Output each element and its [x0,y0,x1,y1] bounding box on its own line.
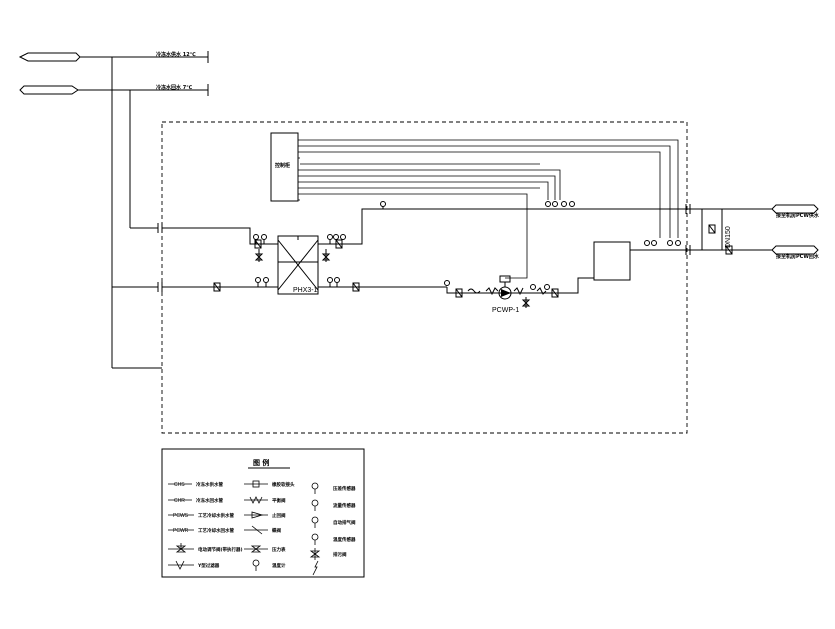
flange-left-top [157,223,163,233]
drain-valve-right [321,249,331,262]
svg-text:蝶阀: 蝶阀 [272,527,281,534]
svg-text:冷冻水供水管: 冷冻水供水管 [196,481,223,488]
return-header-line [19,84,209,96]
pipe-size-label: DN150 [725,226,732,248]
legend-col-1: CHS 冷冻水供水管 CHR 冷冻水回水管 PCWS 工艺冷却水供水管 PCWR… [168,481,243,570]
legend-title: 图 例 [253,458,269,467]
gauges [253,201,681,290]
svg-text:CHR: CHR [174,498,185,504]
supply-outlet-arrow [771,204,819,214]
svg-text:压力表: 压力表 [272,546,286,553]
svg-text:工艺冷却水供水管: 工艺冷却水供水管 [198,512,234,519]
skid-boundary [161,121,688,434]
svg-text:电动调节阀(带执行器): 电动调节阀(带执行器) [198,546,243,553]
legend-col-2: 橡胶软接头 平衡阀 止回阀 蝶阀 压力表 温度计 [244,480,295,571]
svg-text:CHS: CHS [174,482,185,488]
svg-text:橡胶软接头: 橡胶软接头 [272,481,295,488]
control-signal-lines [298,139,679,279]
svg-text:温度传感器: 温度传感器 [333,536,356,543]
return-outlet-arrow [771,245,819,255]
return-header-label: 冷冻水回水 7℃ [156,84,192,91]
legend-col-3: 压差传感器 流量传感器 自动排气阀 温度传感器 排污阀 [309,482,356,576]
supply-header-label: 冷冻水供水 12℃ [156,51,196,58]
valve-lower-3 [455,288,463,298]
svg-text:冷冻水回水管: 冷冻水回水管 [196,497,223,504]
svg-text:Y型过滤器: Y型过滤器 [197,562,220,569]
flange-left-bottom [157,282,163,292]
pump [498,275,512,300]
drain-valve-left [254,249,264,262]
fittings [467,287,547,296]
pump-label: PCWP-1 [492,307,519,314]
svg-text:流量传感器: 流量传感器 [333,502,356,509]
control-panel [270,132,299,202]
svg-text:PCWR: PCWR [173,528,189,534]
svg-text:排污阀: 排污阀 [333,551,347,558]
svg-text:温度计: 温度计 [272,562,286,569]
svg-text:PCWS: PCWS [173,513,189,519]
svg-text:工艺冷却水回水管: 工艺冷却水回水管 [198,527,234,534]
drain-valve-pump [521,297,531,308]
svg-text:平衡阀: 平衡阀 [272,497,286,504]
return-outlet-label: 接至机房PCW回水 [775,253,820,260]
legend-box [161,448,365,578]
svg-text:自动排气阀: 自动排气阀 [333,519,356,526]
valve-lower-4 [551,288,559,298]
control-panel-label: 控制柜 [275,162,290,169]
valve-return-outlet [725,245,733,255]
expansion-tank [593,241,631,281]
heat-exchanger [277,235,319,295]
valve-lower-2 [352,282,360,292]
upper-pipe [162,208,772,245]
svg-text:压差传感器: 压差传感器 [333,485,356,492]
supply-header-line [18,51,209,63]
supply-outlet-label: 接至机房PCW供水 [775,212,820,219]
lower-pipe [162,249,772,294]
svg-text:止回阀: 止回阀 [272,512,286,519]
right-connections [685,204,723,255]
valve-lower-1 [213,282,221,292]
heat-exchanger-label: PHX3-1 [293,287,318,294]
